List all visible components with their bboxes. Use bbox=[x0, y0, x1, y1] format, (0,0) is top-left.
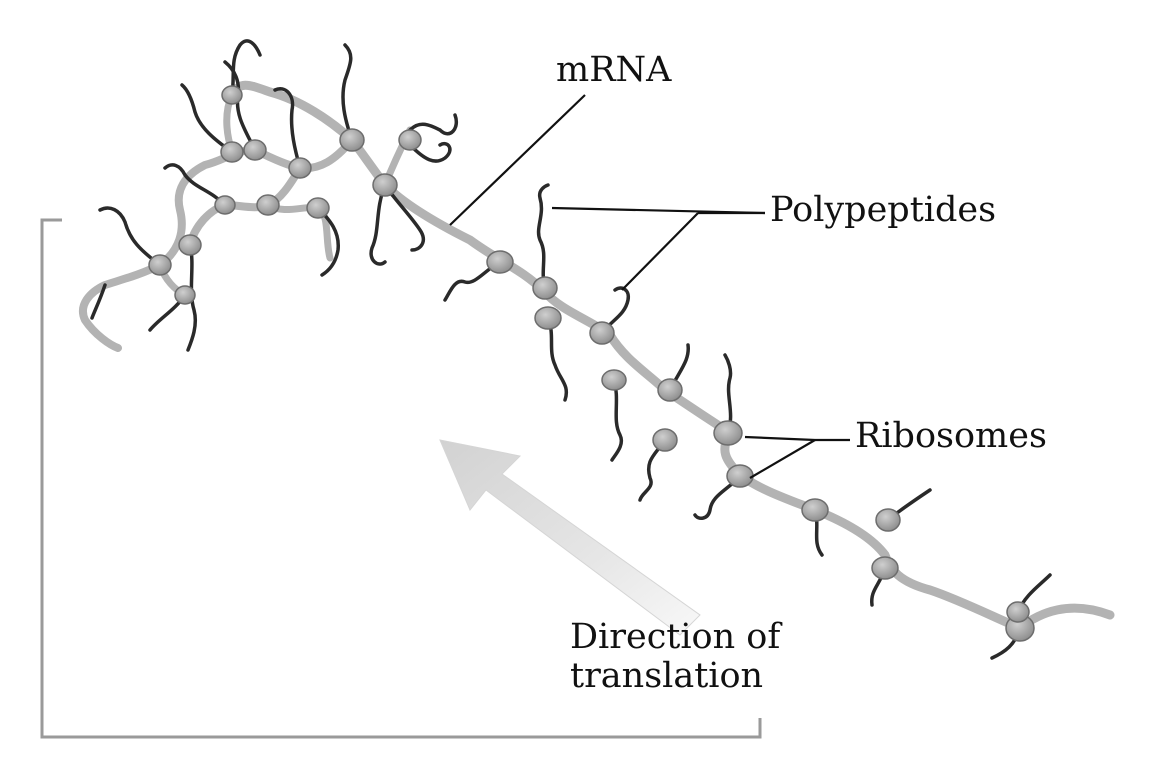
bracket-frame bbox=[40, 218, 762, 739]
leader-lines bbox=[449, 94, 850, 479]
ribosome-leader-2 bbox=[744, 435, 816, 442]
ribosome-particles bbox=[148, 85, 1035, 642]
mrna-leader bbox=[449, 94, 586, 226]
direction-label-line2: translation bbox=[570, 655, 764, 696]
ribosomes-label: Ribosomes bbox=[855, 416, 1047, 456]
direction-arrow bbox=[439, 439, 701, 636]
polypeptides-label: Polypeptides bbox=[770, 190, 997, 230]
mrna-label: mRNA bbox=[556, 50, 672, 90]
direction-of-translation-label: Direction of translation bbox=[570, 618, 780, 695]
ribosome-leader-3 bbox=[749, 439, 816, 479]
polypeptide-leader-3 bbox=[621, 212, 699, 291]
polypeptide-chains bbox=[90, 39, 1052, 660]
direction-label-line1: Direction of bbox=[570, 617, 781, 657]
